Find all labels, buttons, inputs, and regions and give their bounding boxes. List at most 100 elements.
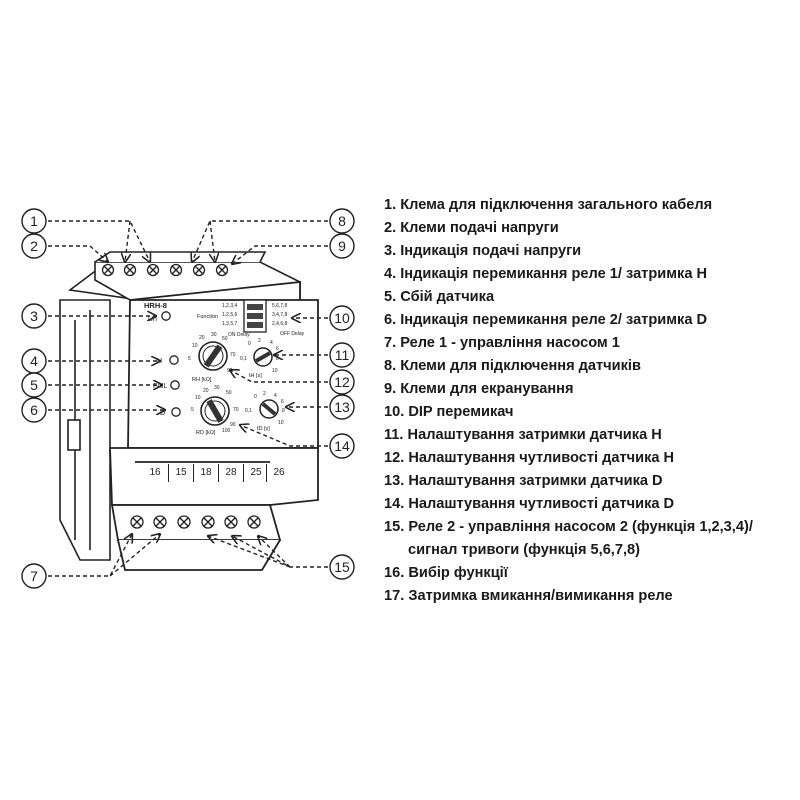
callout-number: 6 — [30, 402, 38, 418]
rd-scale-20: 20 — [203, 388, 209, 394]
rh-scale-20: 20 — [199, 335, 205, 341]
legend-item: 13. Налаштування затримки датчика D — [384, 473, 663, 489]
callout-marker: 9 — [329, 233, 355, 259]
callout-number: 3 — [30, 308, 38, 324]
td-knob[interactable] — [259, 399, 279, 419]
bottom-terminal-screw — [177, 515, 191, 529]
th-scale-6: 6 — [276, 346, 279, 352]
top-terminal-screw — [215, 263, 229, 277]
rh-label: RH [kΩ] — [192, 377, 212, 383]
top-terminal-screw — [101, 263, 115, 277]
model-label: HRH-8 — [144, 301, 167, 310]
un-led — [161, 311, 171, 321]
rd-knob[interactable] — [200, 396, 230, 426]
callout-marker: 4 — [21, 348, 47, 374]
callout-marker: 13 — [329, 394, 355, 420]
rh-scale-30: 30 — [211, 332, 217, 338]
th-scale-2: 2 — [258, 338, 261, 344]
td-scale-8: 8 — [282, 408, 285, 414]
legend-item: 14. Налаштування чутливості датчика D — [384, 496, 675, 512]
rh-scale-70: 70 — [230, 352, 236, 358]
rd-scale-5: 5 — [191, 407, 194, 413]
legend-item: 10. DIP перемикач — [384, 404, 514, 420]
callout-marker: 14 — [329, 433, 355, 459]
callout-number: 12 — [334, 374, 350, 390]
bottom-terminal-number: 16 — [149, 467, 161, 478]
callout-number: 4 — [30, 353, 38, 369]
bottom-terminal-screw — [153, 515, 167, 529]
th-knob[interactable] — [253, 347, 273, 367]
leader-line — [109, 534, 160, 577]
callout-marker: 6 — [21, 397, 47, 423]
bottom-terminal-number: 26 — [273, 467, 285, 478]
th-scale-10: 10 — [272, 368, 278, 374]
rd-scale-30: 30 — [214, 385, 220, 391]
dip-right-3: 2,4,6,8 — [272, 321, 288, 327]
th-scale-8: 8 — [276, 356, 279, 362]
td-scale-6: 6 — [281, 399, 284, 405]
bottom-terminal-number: 28 — [225, 467, 237, 478]
callout-number: 5 — [30, 377, 38, 393]
callout-marker: 11 — [329, 342, 355, 368]
rd-scale-100: 100 — [222, 428, 231, 434]
legend-item: 5. Сбій датчика — [384, 289, 495, 305]
callout-marker: 15 — [329, 554, 355, 580]
callout-number: 14 — [334, 438, 350, 454]
dip-switch[interactable] — [243, 299, 267, 333]
callout-number: 7 — [30, 568, 38, 584]
leader-line — [48, 220, 150, 262]
callout-marker: 3 — [21, 303, 47, 329]
callout-number: 13 — [334, 399, 350, 415]
fail-label: FAIL — [153, 383, 168, 390]
bottom-screws — [130, 515, 261, 529]
rd-scale-10: 10 — [195, 395, 201, 401]
callout-marker: 10 — [329, 305, 355, 331]
legend-item: 3. Індикація подачі напруги — [384, 243, 582, 259]
td-label: tD [s] — [257, 426, 270, 432]
callout-marker: 2 — [21, 233, 47, 259]
legend-item: 1. Клема для підключення загального кабе… — [384, 197, 713, 213]
th-scale-01: 0,1 — [240, 356, 247, 362]
h-label: H — [157, 358, 162, 365]
callout-number: 10 — [334, 310, 350, 326]
d-led — [171, 407, 181, 417]
td-scale-01: 0,1 — [245, 408, 252, 414]
legend-item: 7. Реле 1 - управління насосом 1 — [384, 335, 620, 351]
bottom-terminal-screw — [224, 515, 238, 529]
leader-line — [192, 220, 328, 262]
callout-number: 2 — [30, 238, 38, 254]
dip-right-2: 3,4,7,8 — [272, 312, 288, 318]
legend-item: 16. Вибір функції — [384, 565, 508, 581]
legend-item: 11. Налаштування затримки датчика H — [384, 427, 662, 443]
bottom-terminal-number: 25 — [250, 467, 262, 478]
dip-left-2: 1,2,5,6 — [222, 312, 238, 318]
callout-marker: 7 — [21, 563, 47, 589]
leader-line — [48, 245, 108, 262]
rd-scale-50: 50 — [226, 390, 232, 396]
bottom-terminal-number: 18 — [200, 467, 212, 478]
callout-marker: 1 — [21, 208, 47, 234]
d-label: D — [160, 410, 165, 417]
th-label: tH [s] — [249, 373, 262, 379]
leader-line — [208, 536, 291, 568]
callout-marker: 8 — [329, 208, 355, 234]
dip-right-1: 5,6,7,8 — [272, 303, 288, 309]
th-scale-0: 0 — [248, 341, 251, 347]
off-delay-label: OFF Delay — [280, 331, 305, 337]
rh-scale-5: 5 — [188, 356, 191, 362]
on-delay-label: ON Delay — [228, 332, 250, 338]
legend-item: 9. Клеми для екранування — [384, 381, 574, 397]
h-led — [169, 355, 179, 365]
td-scale-10: 10 — [278, 420, 284, 426]
bottom-housing — [109, 447, 319, 571]
legend-item: 17. Затримка вмикання/вимикання реле — [384, 588, 673, 604]
callout-number: 11 — [335, 347, 350, 363]
th-scale-4: 4 — [270, 340, 273, 346]
callout-number: 15 — [334, 559, 350, 575]
legend-item: 8. Клеми для підключення датчиків — [384, 358, 641, 374]
rh-knob[interactable] — [198, 341, 228, 371]
rh-scale-50: 50 — [222, 336, 228, 342]
callout-number: 9 — [338, 238, 346, 254]
